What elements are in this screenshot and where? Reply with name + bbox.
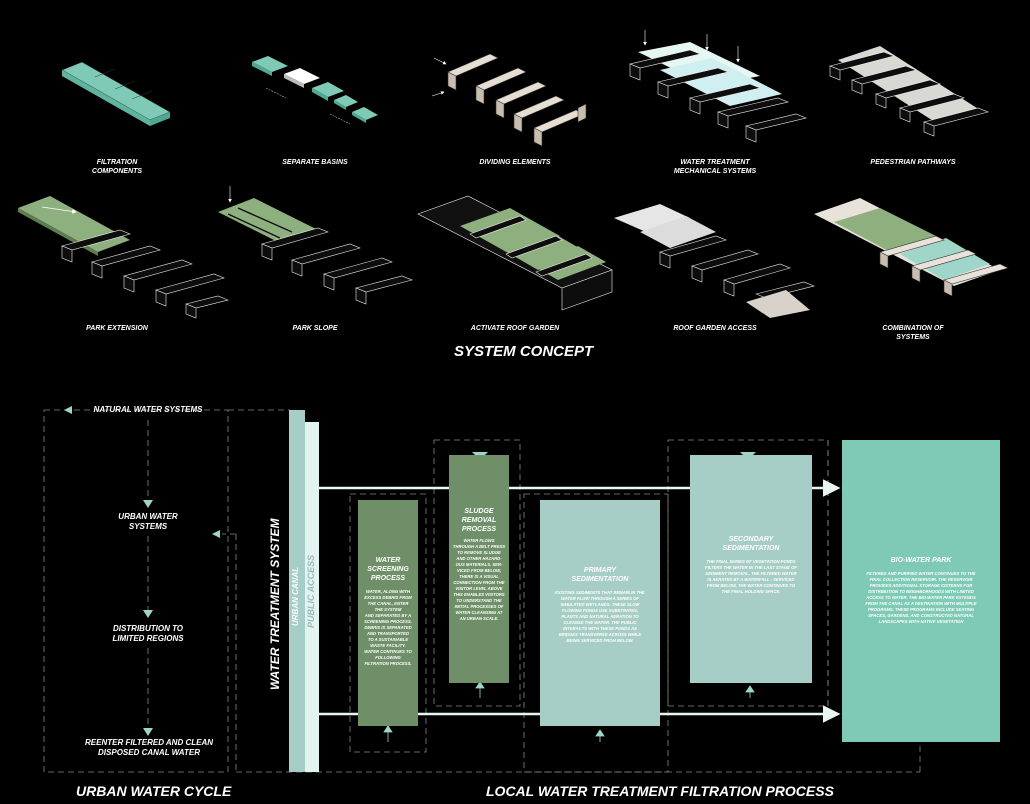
water-treatment-system-label: WATER TREATMENT SYSTEM [268,518,282,690]
caption-mechanical-systems: WATER TREATMENT MECHANICAL SYSTEMS [673,159,757,175]
caption-combination-of-systems: COMBINATION OF SYSTEMS [882,325,944,341]
caption-dividing-elements: DIVIDING ELEMENTS [479,159,551,166]
urban-canal-label: URBAN CANAL [291,566,300,626]
separate-basins-drawing [252,56,378,125]
roof-garden-access-drawing [614,204,815,318]
sludge-removal-text: WATER FLOWS THROUGH A BELT PRESS TO REMO… [452,538,506,621]
cycle-step-distribution: DISTRIBUTION TO LIMITED REGIONS [112,624,184,643]
filtration-process-title: LOCAL WATER TREATMENT FILTRATION PROCESS [486,783,834,799]
cycle-arrow-3 [143,728,153,736]
pedestrian-pathways-drawing [829,46,989,137]
caption-separate-basins: SEPARATE BASINS [282,159,348,166]
park-extension-drawing [18,196,229,319]
urban-water-cycle-title: URBAN WATER CYCLE [76,783,232,799]
sludge-removal-box: SLUDGE REMOVAL PROCESS WATER FLOWS THROUG… [449,455,509,683]
water-screening-box: WATER SCREENING PROCESS WATER, ALONG WITH… [358,500,418,726]
water-screening-text: WATER, ALONG WITH EXCESS DEBRIS FROM THE… [364,589,412,666]
public-access-label: PUBLIC ACCESS [306,554,316,628]
secondary-sedimentation-text: THE FINAL SERIES OF VEGETATION PONDS FIL… [705,559,797,594]
cycle-arrow-left-top [64,406,72,414]
sludge-removal-title: SLUDGE REMOVAL PROCESS [461,508,497,533]
cycle-step-natural: NATURAL WATER SYSTEMS [93,405,203,414]
urban-canal-bar [289,410,305,772]
caption-park-slope: PARK SLOPE [292,325,338,332]
caption-roof-garden-access: ROOF GARDEN ACCESS [673,325,757,332]
secondary-sedimentation-title: SECONDARY SEDIMENTATION [722,536,780,552]
primary-sedimentation-box: PRIMARY SEDIMENTATION EXISTING SEDIMENTS … [540,500,660,726]
caption-park-extension: PARK EXTENSION [86,325,148,332]
caption-pedestrian-pathways: PEDESTRIAN PATHWAYS [870,159,956,166]
dividing-elements-drawing [447,53,587,147]
caption-activate-roof-garden: ACTIVATE ROOF GARDEN [470,325,560,332]
caption-filtration-components: FILTRATION COMPONENTS [91,159,143,175]
cycle-step-urban: URBAN WATER SYSTEMS [118,512,178,531]
bio-water-park-box: BIO-WATER PARK FILTERED AND PURIFIED WATE… [842,440,1000,742]
cycle-step-reenter: REENTER FILTERED AND CLEAN DISPOSED CANA… [85,738,213,757]
activate-roof-garden-drawing [417,195,613,311]
filtration-components-drawing [61,61,171,126]
cycle-arrow-2 [143,610,153,618]
system-concept-title: SYSTEM CONCEPT [454,343,594,360]
park-slope-drawing [218,186,413,305]
combination-of-systems-drawing [814,198,1009,297]
primary-sedimentation-text: EXISTING SEDIMENTS THAT REMAIN IN THE WA… [555,590,645,643]
public-access-bar [305,422,319,772]
secondary-sedimentation-box: SECONDARY SEDIMENTATION THE FINAL SERIES … [690,455,812,683]
cycle-arrow-1 [143,500,153,508]
water-screening-title: WATER SCREENING PROCESS [367,557,409,582]
mechanical-systems-drawing [629,30,807,143]
cycle-arrow-reenter [212,530,220,538]
primary-sedimentation-title: PRIMARY SEDIMENTATION [571,567,629,583]
bio-water-park-title: BIO-WATER PARK [890,557,952,564]
bio-water-park-text: FILTERED AND PURIFIED WATER CONTINUES TO… [865,571,977,624]
